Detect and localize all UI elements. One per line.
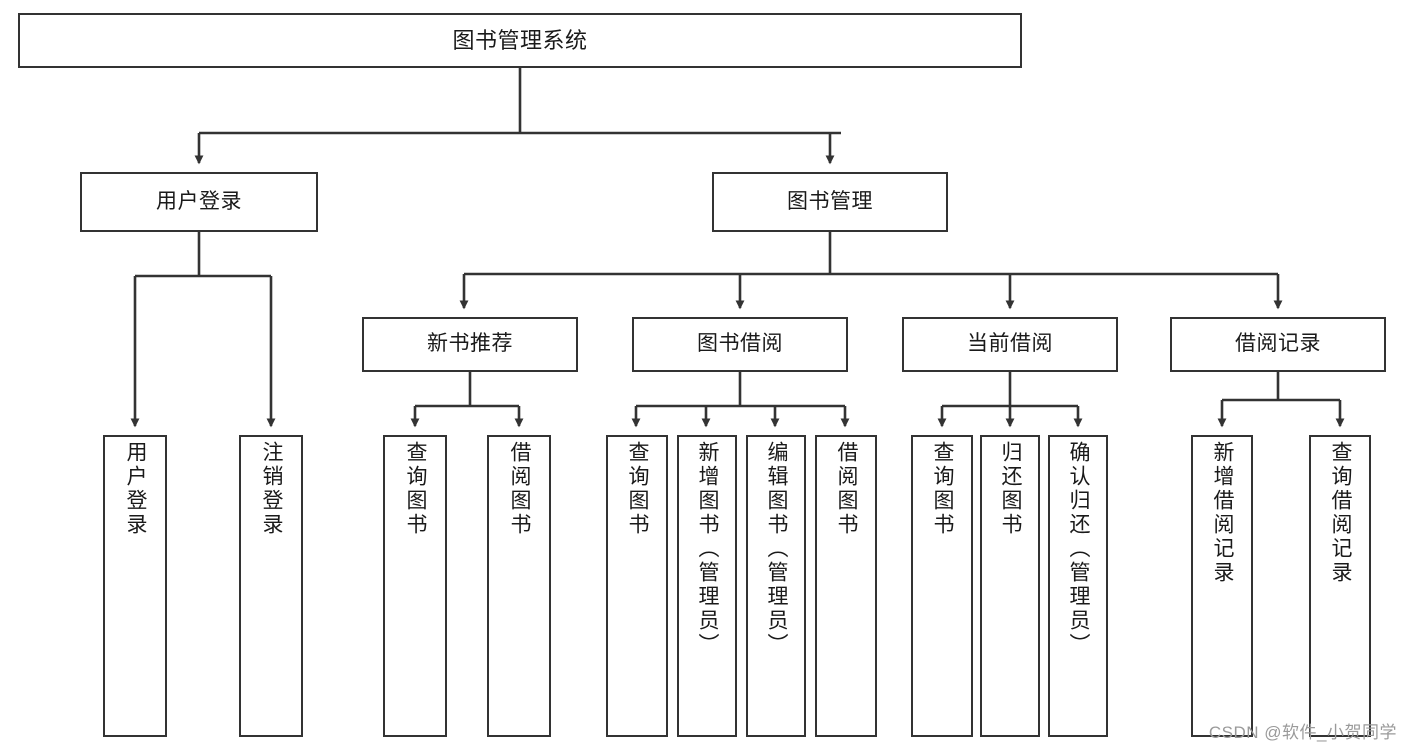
node-leaf-confirm-return[interactable]: 确认归还（管理员） [1048, 435, 1108, 737]
node-borrow-record[interactable]: 借阅记录 [1170, 317, 1386, 372]
node-label: 查询借阅记录 [1329, 441, 1353, 585]
node-label: 查询图书 [626, 441, 650, 537]
node-label: 图书管理系统 [452, 27, 588, 53]
node-leaf-return-book[interactable]: 归还图书 [980, 435, 1040, 737]
node-label: 用户登录 [124, 441, 148, 537]
node-label: 归还图书 [999, 441, 1023, 537]
node-label: 确认归还（管理员） [1067, 441, 1091, 657]
node-leaf-user-login[interactable]: 用户登录 [103, 435, 167, 737]
node-label: 注销登录 [260, 441, 284, 537]
node-label: 新增借阅记录 [1211, 441, 1235, 585]
node-book-borrow[interactable]: 图书借阅 [632, 317, 848, 372]
node-current-borrow[interactable]: 当前借阅 [902, 317, 1118, 372]
node-label: 用户登录 [156, 189, 242, 213]
node-leaf-borrow-book-1[interactable]: 借阅图书 [487, 435, 551, 737]
node-leaf-query-book-1[interactable]: 查询图书 [383, 435, 447, 737]
node-book-management[interactable]: 图书管理 [712, 172, 948, 232]
node-leaf-edit-book[interactable]: 编辑图书（管理员） [746, 435, 806, 737]
node-label: 新书推荐 [427, 332, 513, 356]
node-label: 借阅记录 [1235, 332, 1321, 356]
node-leaf-add-record[interactable]: 新增借阅记录 [1191, 435, 1253, 737]
node-user-login[interactable]: 用户登录 [80, 172, 318, 232]
node-label: 新增图书（管理员） [696, 441, 720, 657]
node-label: 查询图书 [404, 441, 428, 537]
node-label: 图书借阅 [697, 332, 783, 356]
node-label: 图书管理 [787, 189, 873, 213]
node-leaf-borrow-book-2[interactable]: 借阅图书 [815, 435, 877, 737]
watermark-text: CSDN @软件_小贺同学 [1208, 723, 1397, 742]
node-label: 借阅图书 [835, 441, 859, 537]
node-leaf-query-book-2[interactable]: 查询图书 [606, 435, 668, 737]
node-root-book-management-system[interactable]: 图书管理系统 [18, 13, 1022, 68]
node-leaf-query-book-3[interactable]: 查询图书 [911, 435, 973, 737]
node-label: 当前借阅 [967, 332, 1053, 356]
node-label: 借阅图书 [508, 441, 532, 537]
node-leaf-user-logout[interactable]: 注销登录 [239, 435, 303, 737]
node-new-book-recommend[interactable]: 新书推荐 [362, 317, 578, 372]
node-leaf-add-book[interactable]: 新增图书（管理员） [677, 435, 737, 737]
node-leaf-query-record[interactable]: 查询借阅记录 [1309, 435, 1371, 737]
node-label: 查询图书 [931, 441, 955, 537]
node-label: 编辑图书（管理员） [765, 441, 789, 657]
